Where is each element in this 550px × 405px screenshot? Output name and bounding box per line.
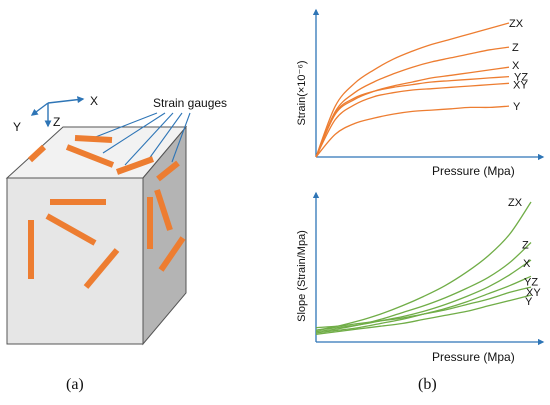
axes-indicator xyxy=(30,96,85,128)
slope-series-group xyxy=(315,201,532,335)
strain-series-z-label: Z xyxy=(512,42,519,54)
slope-series-z-label: Z xyxy=(522,240,529,252)
strain-gauges-callout: Strain gauges xyxy=(153,96,227,110)
leader-line xyxy=(171,112,191,163)
strain-gauge xyxy=(154,189,173,231)
slope-y-axis-label: Slope (Strain/Mpa) xyxy=(296,230,308,322)
x-axis-arrow xyxy=(47,96,85,104)
strain-gauge xyxy=(158,236,186,272)
x-axis-label: X xyxy=(90,94,98,108)
slope-series-y-label: Y xyxy=(525,296,533,308)
strain-series-zx-label: ZX xyxy=(509,18,524,30)
strain-series-xy-line xyxy=(315,82,510,158)
y-axis-arrow xyxy=(30,102,49,116)
leader-line xyxy=(92,112,158,139)
strain-gauge xyxy=(45,213,97,246)
strain-series-yz-label: YZ xyxy=(514,72,528,84)
strain-series-y-label: Y xyxy=(513,101,521,113)
slope-chart-axes xyxy=(312,191,545,346)
leader-line xyxy=(124,112,174,166)
strain-x-axis-label: Pressure (Mpa) xyxy=(432,164,515,178)
strain-gauge xyxy=(27,144,47,163)
strain-gauge xyxy=(74,135,113,143)
slope-series-xy-line xyxy=(315,286,532,329)
slope-series-x-line xyxy=(315,259,532,331)
strain-gauge xyxy=(156,160,180,182)
slope-series-zx-line xyxy=(315,201,532,331)
panel-a: X Y Z Strain gauges xyxy=(5,94,227,393)
strain-gauge xyxy=(115,156,155,175)
strain-series-x-label: X xyxy=(512,60,520,72)
slope-series-y-line xyxy=(315,294,532,335)
y-axis-label: Y xyxy=(13,120,21,134)
strain-y-axis-label: Strain(×10⁻⁶) xyxy=(296,60,308,125)
leader-line xyxy=(102,112,166,154)
strain-chart-axes xyxy=(312,8,545,161)
slope-x-axis-label: Pressure (Mpa) xyxy=(432,350,515,364)
strain-series-x-line xyxy=(315,66,510,158)
slope-series-yz-label: YZ xyxy=(524,276,538,288)
slope-series-xy-label: XY xyxy=(526,287,541,299)
strain-series-xy-label: XY xyxy=(513,79,528,91)
panel-b-caption: (b) xyxy=(418,376,437,393)
strain-gauge xyxy=(83,248,120,289)
strain-gauges xyxy=(27,135,186,289)
slope-series-x-label: X xyxy=(523,258,531,270)
strain-gauge-leaders xyxy=(92,112,191,166)
slope-series-z-line xyxy=(315,242,532,333)
slope-series-zx-label: ZX xyxy=(508,197,523,209)
strain-series-yz-line xyxy=(315,75,510,158)
panel-a-caption: (a) xyxy=(66,376,84,393)
strain-series-zx-line xyxy=(315,22,510,158)
leader-line xyxy=(145,112,183,164)
strain-gauge xyxy=(65,144,115,168)
z-axis-label: Z xyxy=(53,115,60,129)
strain-series-z-line xyxy=(315,46,510,158)
strain-series-y-line xyxy=(315,105,510,158)
strain-series-group xyxy=(315,22,510,158)
